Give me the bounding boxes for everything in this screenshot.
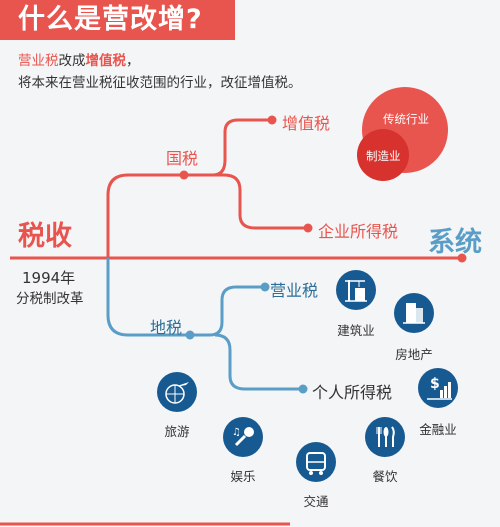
tourism-label: 旅游 xyxy=(164,424,190,439)
svg-text:♫: ♫ xyxy=(232,427,241,438)
target-label: 系统 xyxy=(428,227,482,258)
real-estate-icon xyxy=(394,293,434,333)
personal-tax-label: 个人所得税 xyxy=(312,383,393,402)
personal-tax-line xyxy=(214,333,303,391)
vat-branch-line xyxy=(212,118,272,177)
finance-icon: $ xyxy=(418,368,458,408)
entertainment-icon: ♫ xyxy=(223,417,263,457)
finance-label: 金融业 xyxy=(419,422,457,437)
page-title: 什么是营改增? xyxy=(0,0,235,40)
vat-label: 增值税 xyxy=(282,114,331,133)
intro-line-2: 将本来在营业税征收范围的行业，改征增值税。 xyxy=(18,75,302,91)
construction-icon xyxy=(336,270,376,310)
local-dot xyxy=(185,330,195,340)
intro-line-1: 营业税改成增值税， xyxy=(18,50,302,72)
venn-outer-label: 传统行业 xyxy=(383,112,429,126)
tourism-icon xyxy=(157,372,197,412)
catering-icon xyxy=(365,417,405,457)
entertainment-label: 娱乐 xyxy=(230,469,256,484)
catering-label: 餐饮 xyxy=(372,469,398,484)
venn-inner-label: 制造业 xyxy=(366,149,401,163)
venn-inner-circle xyxy=(357,129,409,181)
intro-comma: ， xyxy=(126,53,140,69)
biz-tax-dot xyxy=(260,282,270,292)
corp-tax-label: 企业所得税 xyxy=(318,222,399,241)
year-sub-label: 分税制改革 xyxy=(16,291,84,307)
local-tax-label: 地税 xyxy=(150,318,183,337)
personal-tax-dot xyxy=(298,384,308,394)
year-label: 1994年 xyxy=(22,269,76,287)
intro-text: 营业税改成增值税， 将本来在营业税征收范围的行业，改征增值税。 xyxy=(18,50,302,94)
intro-change: 改成 xyxy=(58,53,86,69)
real-estate-label: 房地产 xyxy=(395,347,433,362)
intro-vat: 增值税 xyxy=(85,53,127,69)
transport-icon xyxy=(296,442,336,482)
axis-end-dot xyxy=(457,253,467,263)
construction-label: 建筑业 xyxy=(337,323,375,338)
root-label: 税收 xyxy=(18,221,72,252)
national-tax-label: 国税 xyxy=(166,149,199,168)
biz-tax-label: 营业税 xyxy=(270,281,319,300)
corp-tax-dot xyxy=(303,223,313,233)
svg-text:$: $ xyxy=(430,376,440,392)
local-branch-line xyxy=(106,258,265,337)
national-branch-line xyxy=(106,173,308,258)
transport-label: 交通 xyxy=(303,494,329,509)
vat-dot xyxy=(267,115,277,125)
intro-biz-tax: 营业税 xyxy=(18,53,59,69)
national-dot xyxy=(179,170,189,180)
